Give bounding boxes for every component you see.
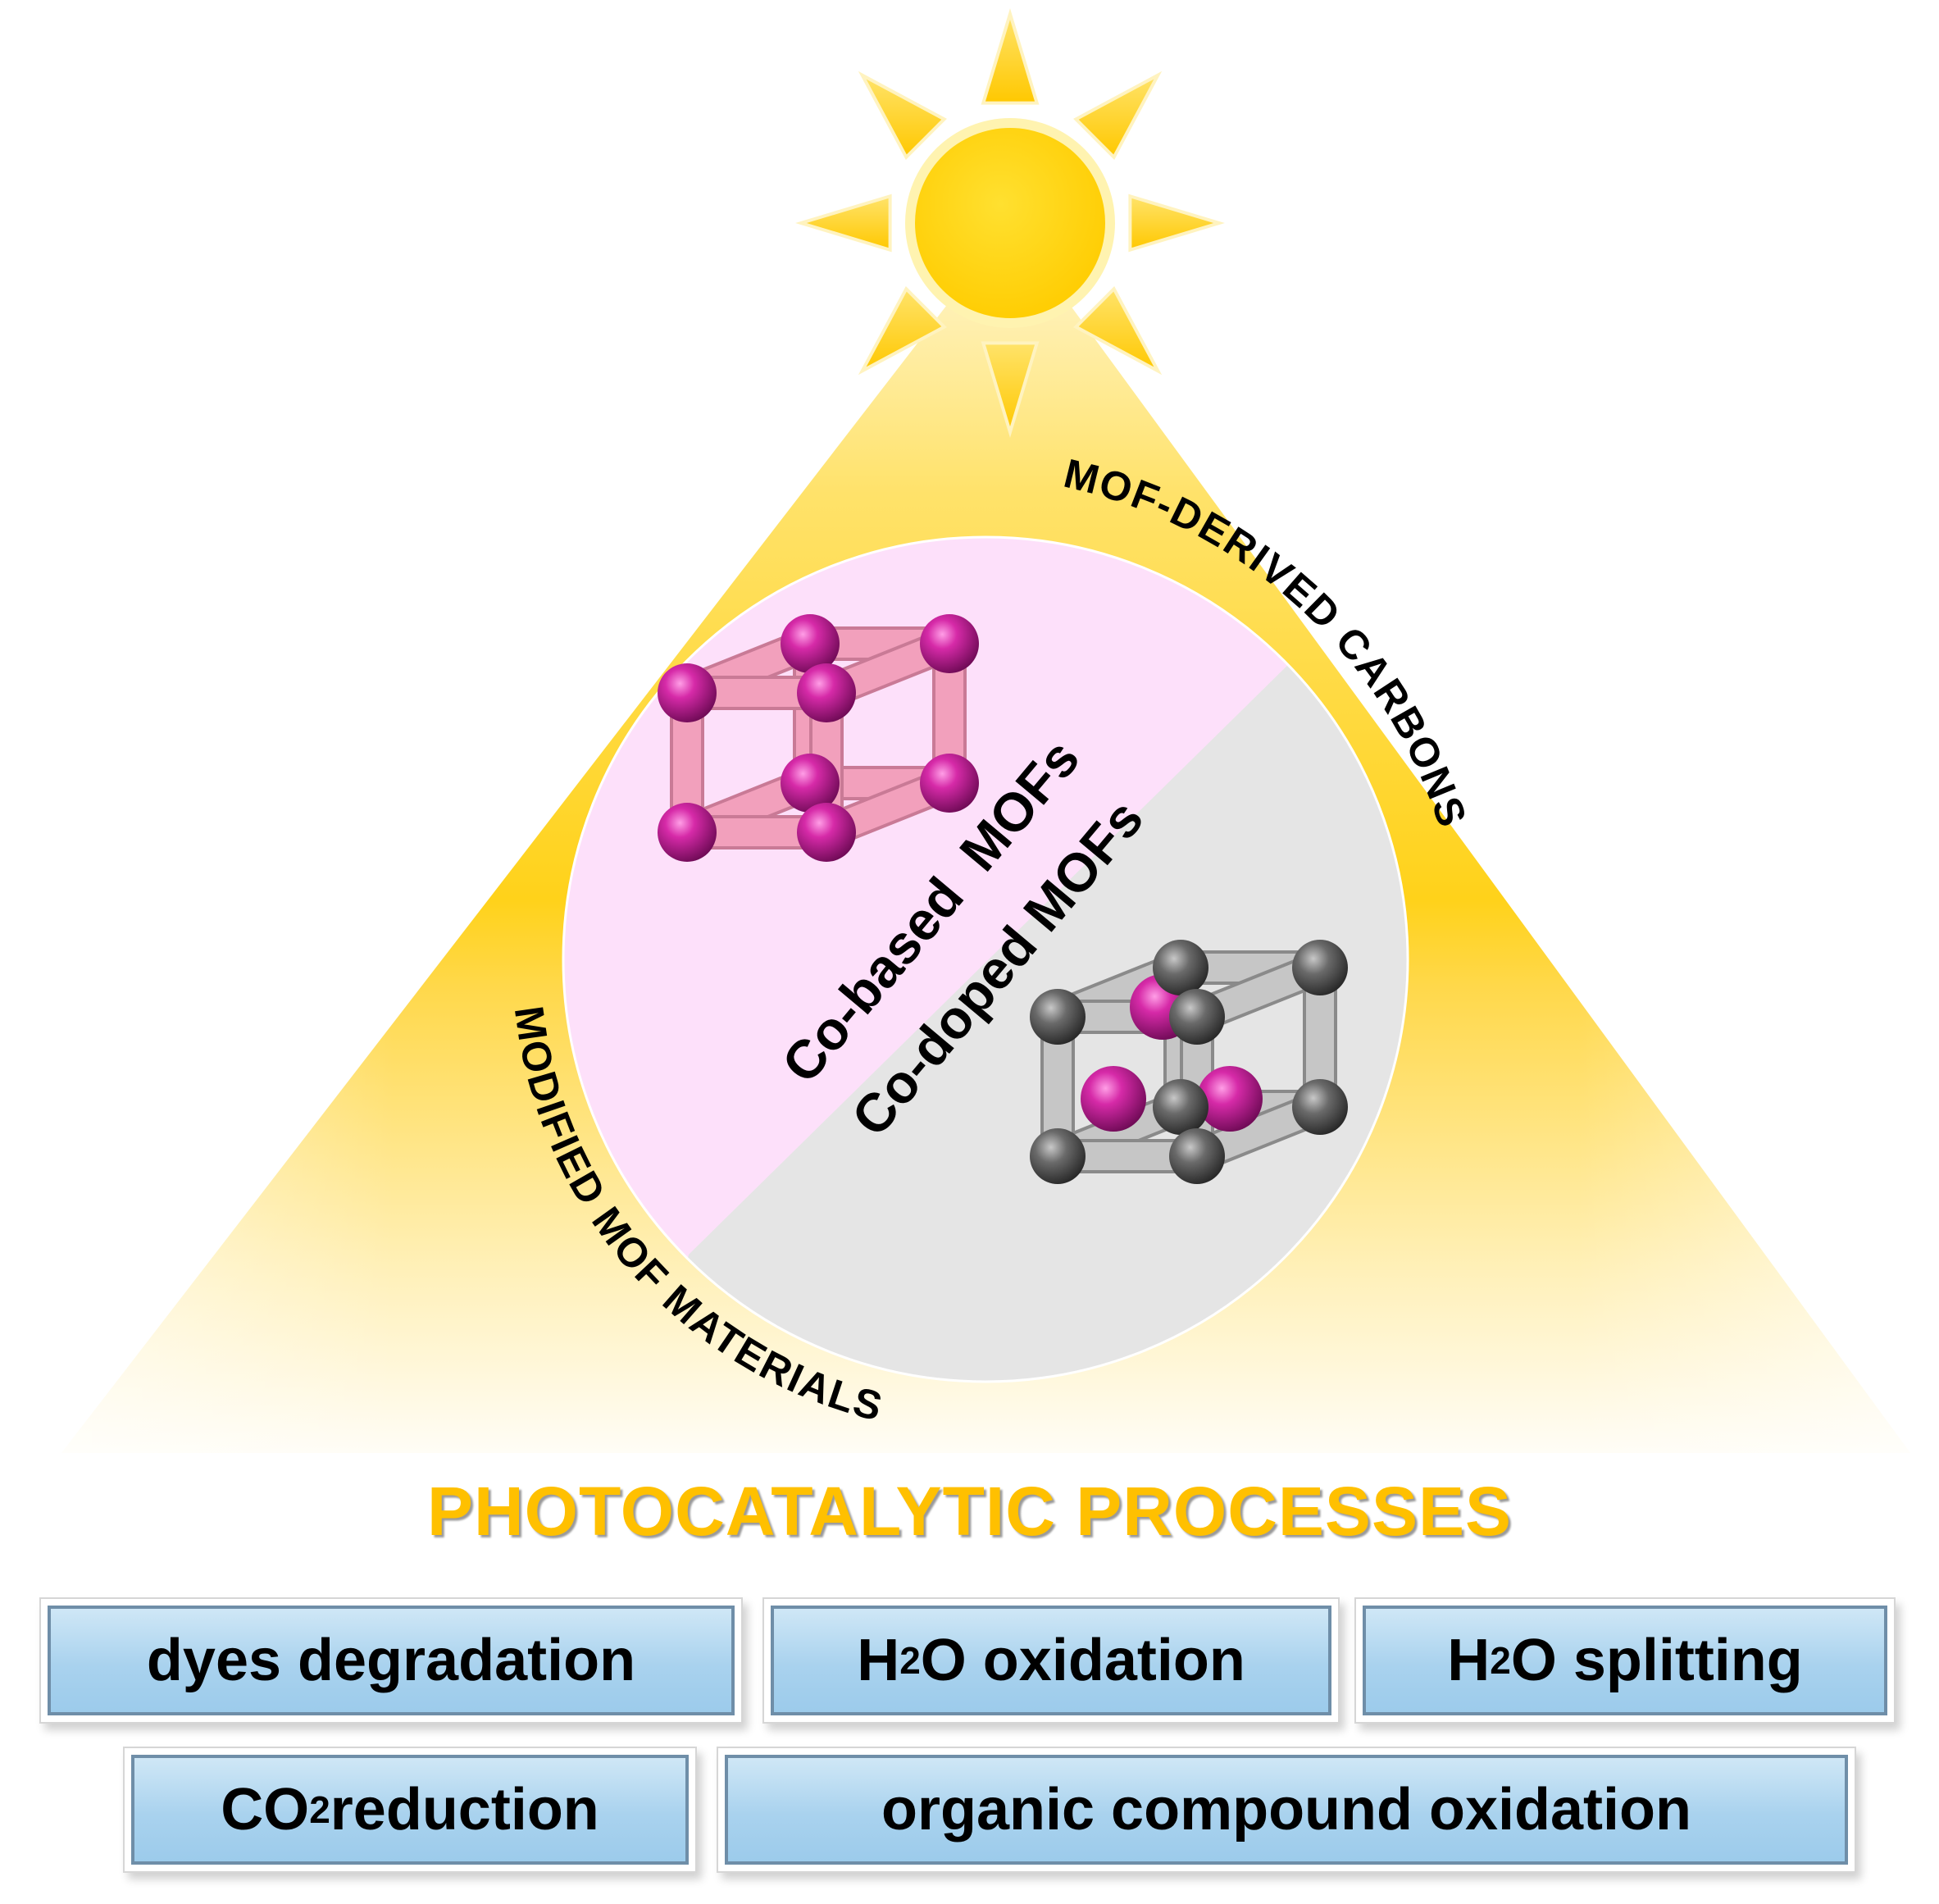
sun-disc <box>915 128 1105 318</box>
cube-atom <box>658 803 717 862</box>
cube-atom <box>920 754 979 813</box>
cube-atom <box>1169 1128 1225 1184</box>
cube-atom <box>797 663 856 722</box>
mof-circle <box>562 535 1409 1383</box>
sun-icon <box>795 8 1225 438</box>
cube-atom <box>1153 1079 1208 1135</box>
process-organic-compound-oxidation: organic compound oxidation <box>725 1755 1848 1865</box>
cobalt-atom <box>1081 1066 1146 1132</box>
cube-atom <box>1030 1128 1086 1184</box>
cube-atom <box>781 754 840 813</box>
co-based-mof-cube-icon <box>658 614 979 862</box>
cube-atom <box>1153 940 1208 995</box>
cube-atom <box>920 614 979 673</box>
cube-atom <box>1292 940 1348 995</box>
sun-ray <box>1073 286 1163 376</box>
sun-ray <box>795 194 892 253</box>
cube-atom <box>781 614 840 673</box>
sun-ray <box>1128 194 1225 253</box>
cube-atom <box>1030 989 1086 1045</box>
cube-atom <box>658 663 717 722</box>
sun-ray <box>981 341 1040 438</box>
cobalt-atom <box>1197 1066 1263 1132</box>
cube-atom <box>1292 1079 1348 1135</box>
sun-ray <box>858 286 947 376</box>
sun-ray <box>1073 71 1163 160</box>
sun-ray <box>981 8 1040 105</box>
cube-atom <box>797 803 856 862</box>
co-doped-mof-cube-icon <box>1030 940 1348 1184</box>
sun-ray <box>858 71 947 160</box>
cube-atom <box>1169 989 1225 1045</box>
process-dyes-degradation: dyes degradation <box>48 1606 735 1715</box>
photocatalytic-processes-title: PHOTOCATALYTIC PROCESSES <box>426 1473 1513 1550</box>
